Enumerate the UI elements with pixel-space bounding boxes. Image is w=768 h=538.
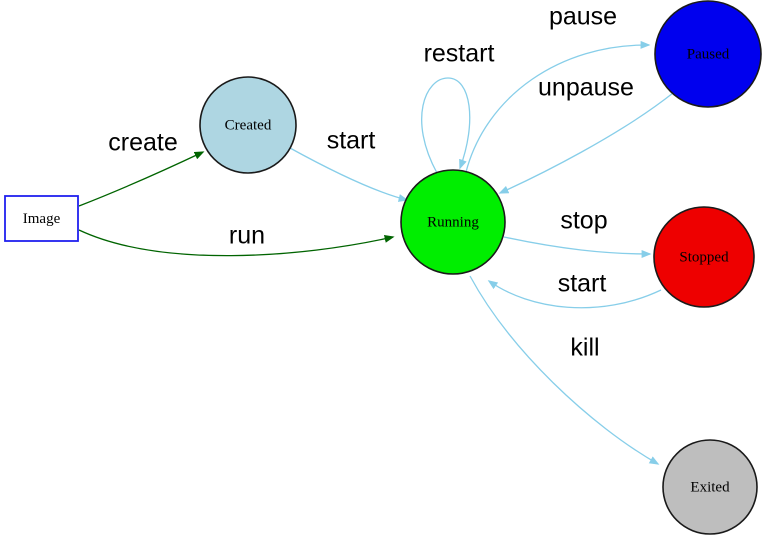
edge-label-create: create bbox=[108, 129, 177, 157]
node-shape-paused[interactable] bbox=[654, 0, 762, 108]
edge-start-stopped[interactable] bbox=[487, 280, 662, 309]
node-created[interactable]: Created bbox=[199, 76, 297, 174]
edge-stop[interactable] bbox=[503, 236, 652, 258]
node-shape-exited[interactable] bbox=[662, 439, 758, 535]
edge-start-created[interactable] bbox=[289, 147, 409, 202]
edge-kill[interactable] bbox=[469, 275, 660, 465]
edge-restart[interactable] bbox=[421, 77, 471, 174]
node-shape-image[interactable] bbox=[4, 195, 79, 242]
node-paused[interactable]: Paused bbox=[654, 0, 762, 108]
edge-label-restart: restart bbox=[424, 40, 495, 68]
edge-label-start-stopped: start bbox=[558, 270, 607, 298]
edge-unpause[interactable] bbox=[498, 92, 674, 194]
edge-label-kill: kill bbox=[570, 334, 599, 362]
edge-run[interactable] bbox=[78, 229, 395, 257]
edge-pause[interactable] bbox=[465, 40, 651, 173]
node-exited[interactable]: Exited bbox=[662, 439, 758, 535]
node-shape-created[interactable] bbox=[199, 76, 297, 174]
node-running[interactable]: Running bbox=[400, 169, 506, 275]
edge-label-start-created: start bbox=[327, 127, 376, 155]
edge-label-pause: pause bbox=[549, 3, 617, 31]
node-shape-running[interactable] bbox=[400, 169, 506, 275]
edge-create[interactable] bbox=[78, 151, 205, 207]
node-image[interactable]: Image bbox=[4, 195, 79, 242]
edge-labels-layer: create run start restart pause unpause stop sta… bbox=[108, 3, 634, 362]
edge-label-stop: stop bbox=[560, 207, 607, 235]
node-stopped[interactable]: Stopped bbox=[653, 206, 755, 308]
edge-label-unpause: unpause bbox=[538, 74, 634, 102]
edges-layer bbox=[78, 40, 674, 465]
node-shape-stopped[interactable] bbox=[653, 206, 755, 308]
edge-label-run: run bbox=[229, 222, 265, 250]
